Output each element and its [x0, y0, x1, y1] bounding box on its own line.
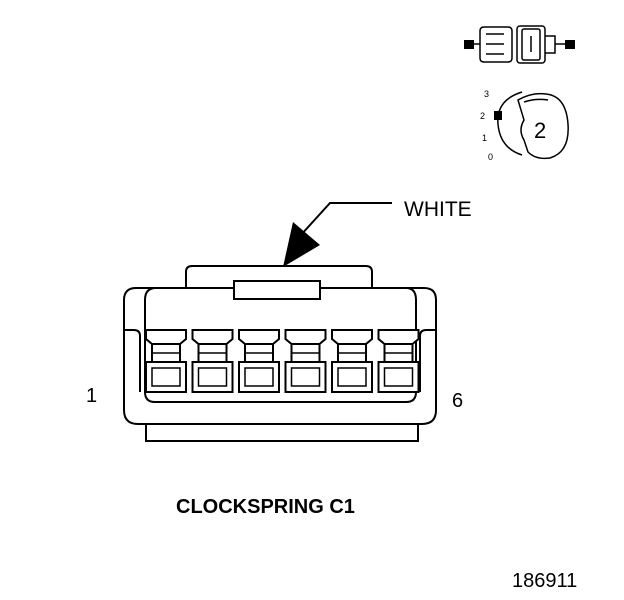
connector-latch-tab	[233, 280, 321, 300]
side-view-plug	[474, 26, 513, 63]
connector-latch-housing	[185, 265, 373, 288]
side-view-plug-ribs	[486, 33, 504, 55]
position-number: 2	[534, 118, 546, 143]
position-body-edge	[523, 98, 549, 103]
cavity-socket-inner	[244, 367, 274, 387]
callout-leader-line	[299, 202, 392, 237]
position-arc	[497, 91, 523, 156]
color-callout: WHITE	[283, 198, 472, 267]
cavity-guide	[284, 329, 327, 345]
cavity-6	[377, 329, 420, 393]
cavity-4	[284, 329, 327, 393]
cavity-guide	[377, 329, 420, 345]
cavity-socket-inner	[383, 367, 414, 387]
scale-tick-2: 2	[480, 111, 485, 121]
callout-arrowhead	[283, 222, 320, 267]
side-view-right-terminal	[565, 40, 575, 49]
scale-tick-0: 0	[488, 152, 493, 162]
position-marker	[494, 111, 502, 120]
side-view-receptacle	[516, 25, 546, 64]
connector-title: CLOCKSPRING C1	[176, 496, 355, 518]
position-inset: 3 2 1 0 2	[480, 89, 569, 162]
scale-tick-3: 3	[484, 89, 489, 99]
side-view-left-terminal	[464, 40, 474, 49]
cavity-socket-inner	[151, 367, 181, 387]
cavity-2	[191, 329, 234, 393]
cavity-guide	[331, 329, 373, 345]
cavity-1	[145, 329, 187, 393]
side-view-inset	[464, 25, 575, 64]
cavity-3	[238, 329, 280, 393]
cavity-5	[331, 329, 373, 393]
scale-tick-1: 1	[482, 133, 487, 143]
side-view-receptacle-inner	[521, 28, 541, 61]
position-body	[517, 92, 569, 160]
figure-number: 186911	[512, 570, 577, 592]
cavity-guide	[191, 329, 234, 345]
connector-inner-rim	[144, 287, 417, 403]
connector-face: 1 6	[86, 265, 463, 442]
pin-label-last: 6	[452, 390, 463, 412]
cavity-guide	[238, 329, 280, 345]
connector-side-notches	[124, 329, 436, 392]
cavity-socket-inner	[197, 367, 228, 387]
side-view-receptacle-back	[545, 35, 565, 54]
cavity-socket-inner	[337, 367, 367, 387]
cavity-guide	[145, 329, 187, 345]
callout-label: WHITE	[404, 198, 472, 221]
pin-label-first: 1	[86, 385, 97, 407]
cavity-row	[145, 329, 420, 393]
cavity-socket-inner	[290, 367, 321, 387]
